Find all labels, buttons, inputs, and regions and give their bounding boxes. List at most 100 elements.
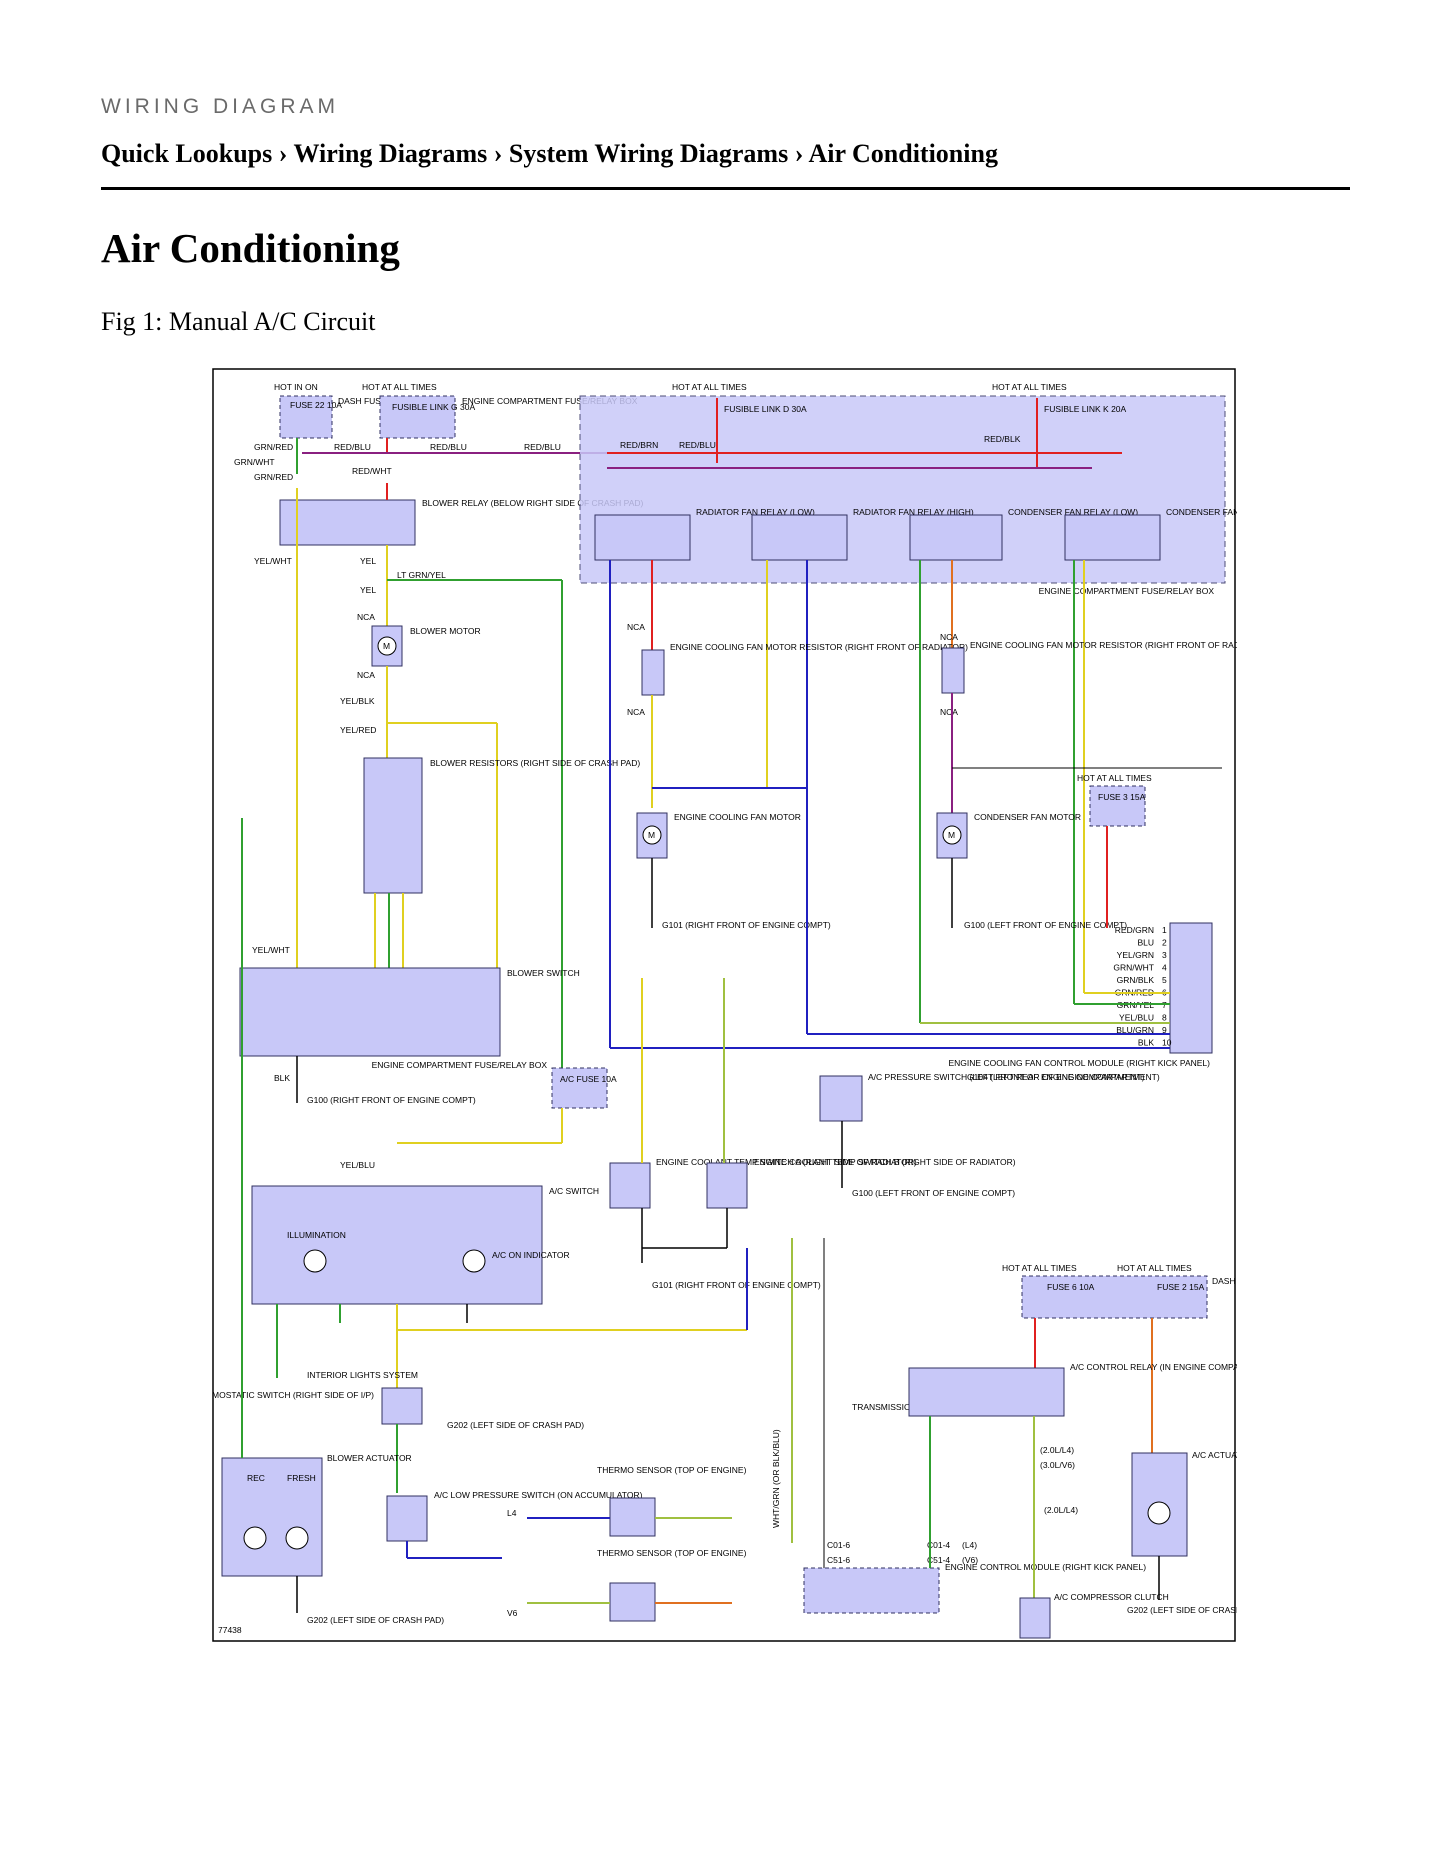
resistor-box bbox=[641, 649, 665, 696]
wire-label: RED/BRN bbox=[620, 440, 658, 450]
wire-label: YEL/WHT bbox=[254, 556, 292, 566]
relay-box bbox=[1064, 514, 1161, 561]
motor-symbol: M bbox=[383, 641, 390, 651]
wire-label: GRN/RED bbox=[254, 472, 293, 482]
rad-fan-low-label: RADIATOR FAN RELAY (LOW) bbox=[696, 507, 815, 517]
connector-label: C01-6 bbox=[827, 1540, 850, 1550]
motor-symbol: M bbox=[948, 830, 955, 840]
section-label: WIRING DIAGRAM bbox=[101, 95, 339, 118]
ecfcm-label: ENGINE COOLING FAN CONTROL MODULE (RIGHT… bbox=[949, 1058, 1211, 1068]
fusible-link-g-label: FUSIBLE LINK G 30A bbox=[392, 402, 475, 412]
ecfcm-pin-number: 8 bbox=[1162, 1013, 1167, 1023]
cond-fan-high-label: CONDENSER FAN RELAY (HIGH) bbox=[1166, 507, 1237, 517]
resistor-box bbox=[941, 647, 965, 694]
ecfcm-pin-wire: BLK bbox=[1138, 1038, 1154, 1048]
ect-a-label: ENGINE COOLANT TEMP SWITCH A (RIGHT SIDE… bbox=[656, 1157, 917, 1167]
wire-label: YEL/WHT bbox=[252, 945, 290, 955]
blower-switch-label: BLOWER SWITCH bbox=[507, 968, 580, 978]
power-label: HOT AT ALL TIMES bbox=[1117, 1263, 1192, 1273]
engine-l4-label: (2.0L/L4) bbox=[1044, 1505, 1078, 1515]
resistor-box bbox=[363, 757, 423, 894]
figure-number: 77438 bbox=[218, 1625, 242, 1635]
sensor-box bbox=[609, 1497, 656, 1537]
engine-short-label: (V6) bbox=[962, 1555, 978, 1565]
motor-icon bbox=[377, 636, 397, 656]
switch-box bbox=[386, 1495, 428, 1542]
figure-caption: Fig 1: Manual A/C Circuit bbox=[101, 307, 376, 336]
fresh-label: FRESH bbox=[287, 1473, 316, 1483]
wiring-diagram: HOT IN ON HOT AT ALL TIMES FUSE 22 10A D… bbox=[189, 368, 1352, 1643]
ecfcm-pin-wire: YEL/GRN bbox=[1117, 950, 1154, 960]
motor-icon bbox=[243, 1526, 267, 1550]
fuse-box bbox=[1089, 785, 1146, 827]
fuse22-label: FUSE 22 10A bbox=[290, 400, 342, 410]
breadcrumb-separator: › bbox=[794, 139, 804, 168]
fuse-box bbox=[279, 395, 333, 439]
wire-label: BLK bbox=[274, 1073, 290, 1083]
switch-box bbox=[381, 1387, 423, 1425]
ac-switch-box bbox=[251, 1185, 543, 1305]
ecfcm-pin-number: 3 bbox=[1162, 950, 1167, 960]
wire-label: RED/BLU bbox=[430, 442, 467, 452]
wire-label: RED/BLU bbox=[334, 442, 371, 452]
ecfcm-pin-wire: RED/GRN bbox=[1115, 925, 1154, 935]
breadcrumb-item[interactable]: Wiring Diagrams bbox=[293, 139, 488, 168]
condenser-fan-motor-label: CONDENSER FAN MOTOR bbox=[974, 812, 1081, 822]
ecfcm-pin-number: 1 bbox=[1162, 925, 1167, 935]
relay-box bbox=[909, 514, 1003, 561]
cond-fan-low-label: CONDENSER FAN RELAY (LOW) bbox=[1008, 507, 1138, 517]
connector-label: C51-4 bbox=[927, 1555, 950, 1565]
dash-fuse-box-label: DASH FUSE BOX bbox=[338, 396, 407, 406]
wire-label: GRN/WHT bbox=[234, 457, 275, 467]
ac-pressure-switch-label: A/C PRESSURE SWITCH (LEFT FRONT OF ENGIN… bbox=[868, 1072, 1145, 1082]
ecfcm-pin-wire: GRN/BLK bbox=[1117, 975, 1155, 985]
nca-label: NCA bbox=[357, 670, 375, 680]
relay-box bbox=[279, 499, 416, 546]
breadcrumb-item[interactable]: Air Conditioning bbox=[808, 139, 998, 168]
wire-label: RED/WHT bbox=[352, 466, 392, 476]
dash-fuse-box2-label: DASH FUSE BOX bbox=[1212, 1276, 1237, 1286]
motor-symbol: M bbox=[648, 830, 655, 840]
breadcrumb-item[interactable]: System Wiring Diagrams bbox=[508, 139, 789, 168]
wire-label: YEL/BLU bbox=[340, 1160, 375, 1170]
ecfcm-pin-number: 10 bbox=[1162, 1038, 1172, 1048]
ac-compressor-clutch-label: A/C COMPRESSOR CLUTCH bbox=[1054, 1592, 1169, 1602]
engine-cooling-fan-resistor-label: ENGINE COOLING FAN MOTOR RESISTOR (RIGHT… bbox=[970, 640, 1237, 650]
g104-label: G104 (LEFT REAR OF ENGINE COMPARTMENT) bbox=[967, 1072, 1160, 1082]
ecfcm-pin-number: 2 bbox=[1162, 938, 1167, 948]
fuse2-label: FUSE 2 15A bbox=[1157, 1282, 1205, 1292]
breadcrumb-item[interactable]: Quick Lookups bbox=[101, 139, 273, 168]
actuator-box bbox=[221, 1457, 323, 1577]
ect-b-label: ENGINE COOLANT TEMP SWITCH B (RIGHT SIDE… bbox=[754, 1157, 1016, 1167]
relay-box bbox=[908, 1367, 1065, 1417]
bulb-icon bbox=[303, 1249, 327, 1273]
ecfcm-pin-wire: YEL/BLU bbox=[1119, 1013, 1154, 1023]
g202-mid-label: G202 (LEFT SIDE OF CRASH PAD) bbox=[447, 1420, 584, 1430]
nca-label: NCA bbox=[357, 612, 375, 622]
connector-label: C51-6 bbox=[827, 1555, 850, 1565]
ecfcm-pin-number: 9 bbox=[1162, 1025, 1167, 1035]
power-label: HOT AT ALL TIMES bbox=[362, 382, 437, 392]
wiring-diagram-svg: HOT IN ON HOT AT ALL TIMES FUSE 22 10A D… bbox=[189, 368, 1352, 1642]
vertical-wire-label: WHT/GRN (OR BLK/BLU) bbox=[771, 1429, 781, 1528]
engine-l4-label: (2.0L/L4) bbox=[1040, 1445, 1074, 1455]
engine-cooling-fan-motor-label: ENGINE COOLING FAN MOTOR bbox=[674, 812, 801, 822]
ecfcm-box bbox=[1169, 922, 1213, 1054]
nca-label: NCA bbox=[627, 622, 645, 632]
blower-motor-label: BLOWER MOTOR bbox=[410, 626, 481, 636]
g101-mid-label: G101 (RIGHT FRONT OF ENGINE COMPT) bbox=[652, 1280, 821, 1290]
relay-box bbox=[751, 514, 848, 561]
engine-v6-label: (3.0L/V6) bbox=[1040, 1460, 1075, 1470]
g100-mid-label: G100 (LEFT FRONT OF ENGINE COMPT) bbox=[852, 1188, 1015, 1198]
switch-box bbox=[706, 1162, 748, 1209]
motor-icon bbox=[1147, 1501, 1171, 1525]
g100-top-label: G100 (LEFT FRONT OF ENGINE COMPT) bbox=[964, 920, 1127, 930]
fuse-box bbox=[379, 395, 456, 439]
g100-left-label: G100 (RIGHT FRONT OF ENGINE COMPT) bbox=[307, 1095, 476, 1105]
motor-icon bbox=[942, 825, 962, 845]
thermostatic-switch-label: THERMOSTATIC SWITCH (RIGHT SIDE OF I/P) bbox=[212, 1390, 374, 1400]
ecfcm-pin-number: 4 bbox=[1162, 963, 1167, 973]
ac-actuator-label: A/C ACTUATOR bbox=[1192, 1450, 1237, 1460]
wire-label: GRN/RED bbox=[254, 442, 293, 452]
ecfcm-pin-wire: BLU/GRN bbox=[1116, 1025, 1154, 1035]
